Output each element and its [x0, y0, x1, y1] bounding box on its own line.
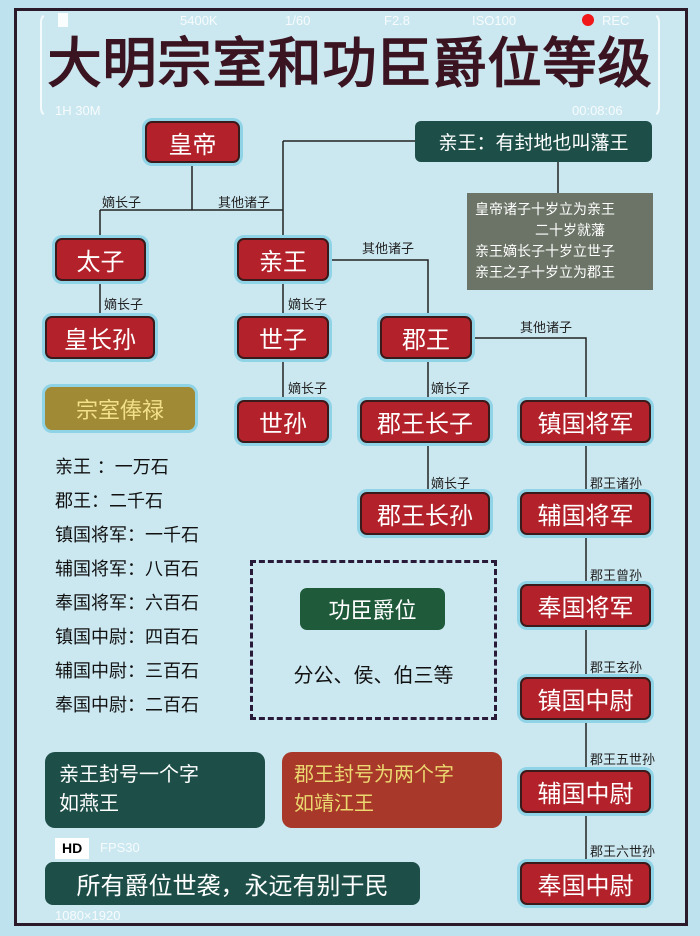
merit-title: 功臣爵位 [300, 588, 445, 630]
edge-label: 嫡长子 [104, 298, 144, 313]
node-heir: 世子 [237, 316, 329, 359]
note-line: 二十岁就藩 [535, 223, 605, 239]
note-line: 郡王封号为两个字 [294, 762, 454, 786]
node-rank-1: 镇国将军 [520, 400, 651, 443]
hud-frame-top [40, 12, 660, 118]
note-line: 亲王封号一个字 [59, 762, 199, 786]
edge-label: 嫡长子 [431, 382, 471, 397]
node-prince: 亲王 [237, 238, 329, 281]
edge-label: 嫡长子 [102, 196, 142, 211]
edge-label: 郡王五世孙 [590, 753, 656, 768]
hud-timecode: 00:08:06 [572, 103, 623, 118]
stipend-item: 奉国中尉：二百石 [55, 695, 199, 716]
node-crown-prince: 太子 [55, 238, 146, 281]
edge-label: 嫡长子 [288, 298, 328, 313]
note-line: 亲王之子十岁立为郡王 [475, 265, 615, 281]
node-emperor: 皇帝 [145, 121, 240, 163]
merit-box [250, 560, 497, 720]
rec-dot-icon [582, 14, 594, 26]
stipend-item: 奉国将军：六百石 [55, 593, 199, 614]
node-rank-2: 辅国将军 [520, 492, 651, 535]
hud-duration: 1H 30M [55, 103, 101, 118]
prince-note-box: 亲王：有封地也叫藩王 [415, 121, 652, 162]
node-heir-grandson: 世孙 [237, 400, 329, 443]
note-line: 如燕王 [59, 791, 119, 815]
line-heirs [99, 281, 284, 400]
stipend-title: 宗室俸禄 [45, 387, 195, 430]
appointment-note: 皇帝诸子十岁立为亲王 二十岁就藩 亲王嫡长子十岁立世子 亲王之子十岁立为郡王 [467, 193, 653, 290]
edge-label: 郡王曾孙 [590, 569, 643, 584]
edge-label: 郡王诸孙 [590, 477, 643, 492]
node-commandery-prince: 郡王 [380, 316, 472, 359]
hud-aperture: F2.8 [384, 13, 411, 28]
node-rank-6: 奉国中尉 [520, 862, 651, 905]
edge-label: 嫡长子 [288, 382, 328, 397]
edge-label: 其他诸子 [218, 196, 271, 211]
hud-wb: 5400K [180, 13, 218, 28]
hud-quality-badge: HD [55, 838, 90, 859]
edge-label: 其他诸子 [362, 242, 415, 257]
node-eldest-grandson: 皇长孙 [45, 316, 155, 359]
note-line: 皇帝诸子十岁立为亲王 [475, 202, 615, 218]
stipend-item: 辅国将军：八百石 [55, 559, 199, 580]
stipend-item: 辅国中尉：三百石 [55, 661, 199, 682]
cp-title-note: 郡王封号为两个字 如靖江王 [282, 752, 502, 828]
line-commandery [329, 259, 429, 492]
edge-label: 郡王六世孙 [590, 845, 656, 860]
line-emperor [99, 140, 415, 238]
edge-label: 其他诸子 [520, 321, 573, 336]
hud-shutter: 1/60 [285, 13, 311, 28]
node-cp-eldest-son: 郡王长子 [360, 400, 490, 443]
stipend-item: 镇国中尉：四百石 [55, 627, 199, 648]
prince-title-note: 亲王封号一个字 如燕王 [45, 752, 265, 828]
hud-resolution: 1080×1920 [55, 908, 121, 923]
note-line: 如靖江王 [294, 791, 374, 815]
node-rank-3: 奉国将军 [520, 584, 651, 627]
merit-desc: 分公、侯、伯三等 [293, 663, 454, 687]
hud-rec: REC [602, 13, 630, 28]
footer-note: 所有爵位世袭，永远有别于民 [45, 862, 420, 905]
node-rank-4: 镇国中尉 [520, 677, 651, 720]
edge-label: 郡王玄孙 [590, 661, 643, 676]
edge-label: 嫡长子 [431, 477, 471, 492]
node-rank-5: 辅国中尉 [520, 770, 651, 813]
stipend-item: 郡王：二千石 [55, 491, 163, 512]
battery-icon [58, 13, 68, 27]
hud-iso: ISO100 [472, 13, 517, 28]
note-line: 亲王嫡长子十岁立世子 [475, 244, 615, 260]
node-cp-eldest-grandson: 郡王长孙 [360, 492, 490, 535]
page-title: 大明宗室和功臣爵位等级 [47, 31, 653, 95]
hud-fps: FPS30 [100, 840, 140, 855]
stipend-item: 镇国将军：一千石 [55, 525, 199, 546]
stipend-item: 亲王 ：一万石 [55, 457, 169, 478]
